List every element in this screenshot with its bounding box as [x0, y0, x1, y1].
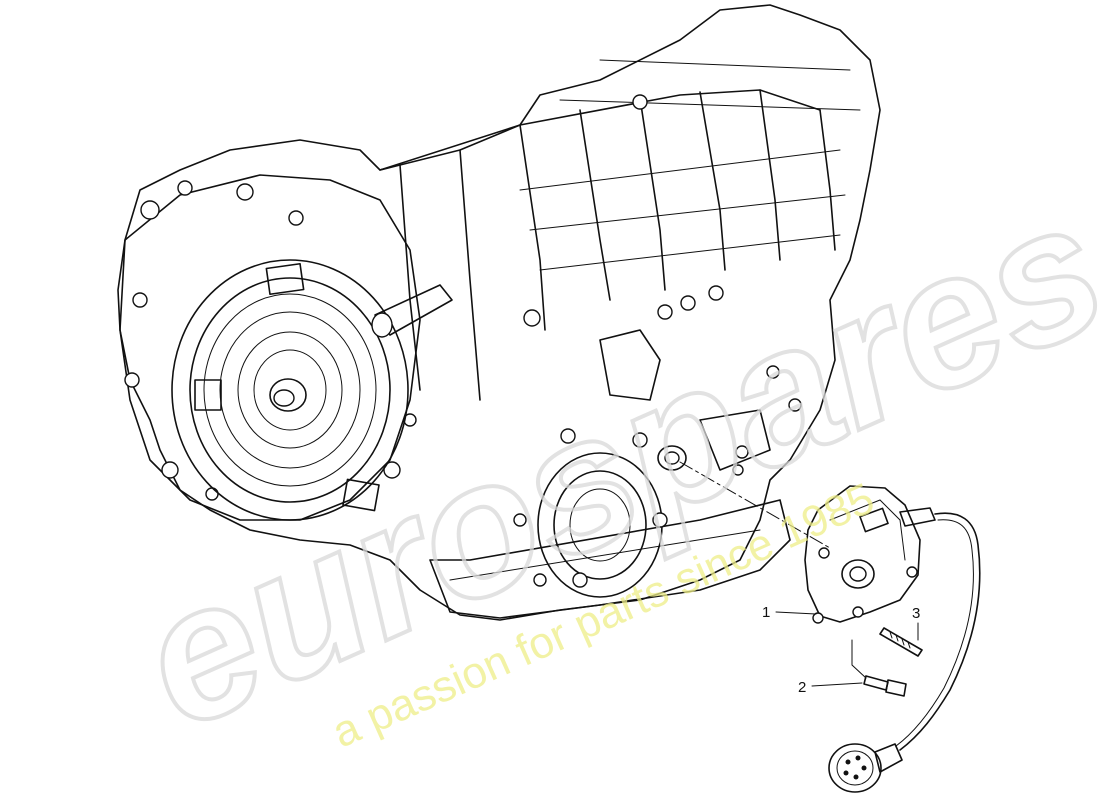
watermark-brand: eurospares: [111, 159, 1100, 769]
bolt: [851, 639, 907, 697]
callout-3: 3: [912, 605, 920, 622]
callout-2: 2: [798, 679, 806, 696]
alignment-line: [679, 461, 831, 549]
callout-1: 1: [762, 604, 770, 621]
callout-leader-1: [775, 611, 817, 615]
selector-switch: [804, 485, 981, 793]
transmission-housing: [117, 4, 881, 621]
callout-leader-2: [811, 682, 863, 687]
stud: [879, 627, 923, 657]
